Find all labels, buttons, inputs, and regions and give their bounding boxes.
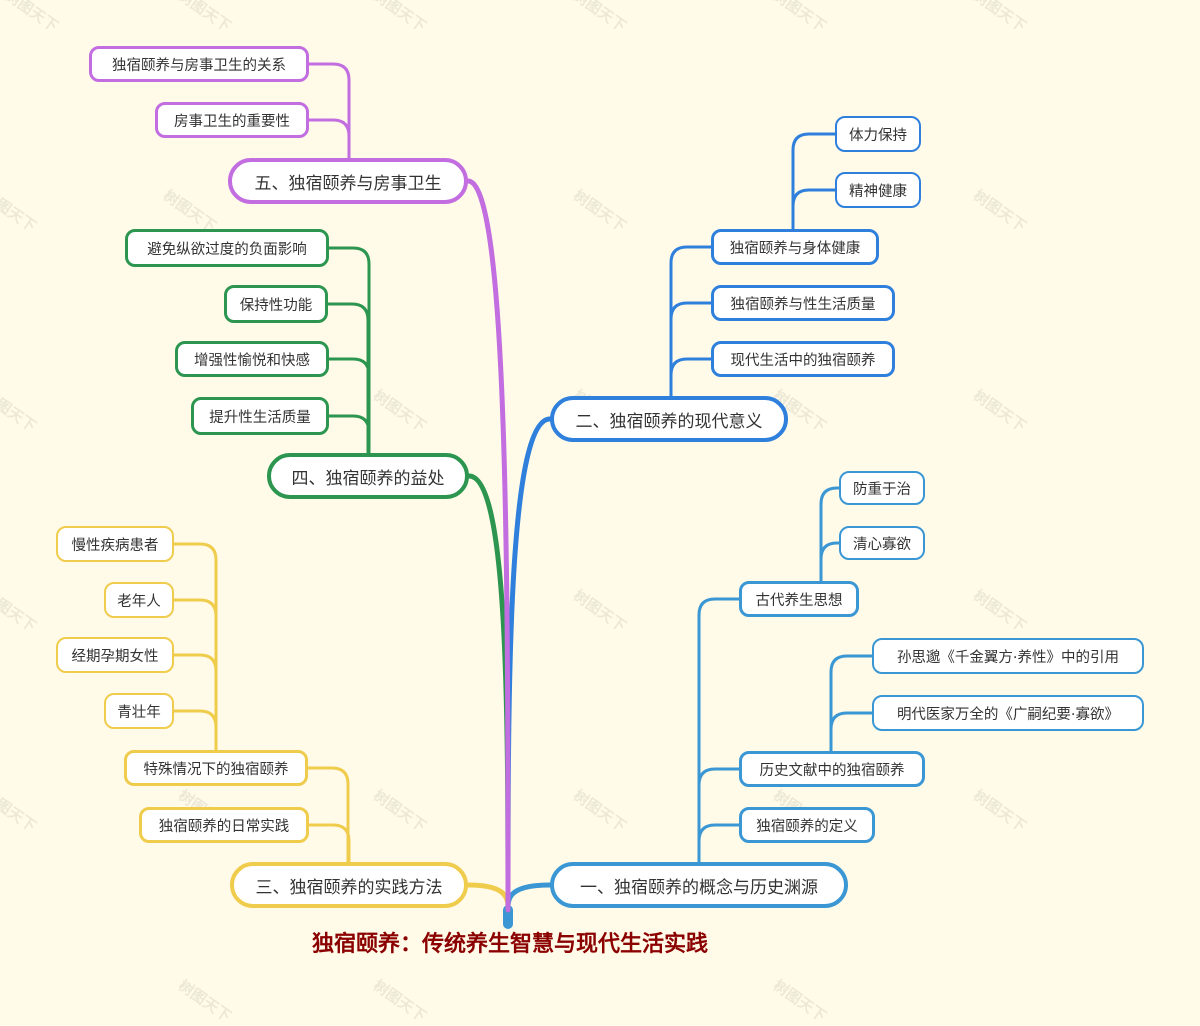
topic-node[interactable]: 独宿颐养与身体健康 (711, 229, 879, 265)
topic-node[interactable]: 历史文献中的独宿颐养 (739, 751, 925, 787)
topic-node[interactable]: 独宿颐养与房事卫生的关系 (89, 46, 309, 82)
topic-node[interactable]: 增强性愉悦和快感 (175, 341, 329, 377)
branch-connector (172, 653, 218, 752)
branch-connector (307, 823, 351, 866)
mindmap-canvas: 树图天下树图天下树图天下树图天下树图天下树图天下树图天下树图天下树图天下树图天下… (0, 0, 1144, 1025)
branch-connector (307, 118, 351, 162)
branch-connector (829, 711, 874, 753)
leaf-node[interactable]: 清心寡欲 (839, 526, 925, 560)
topic-node[interactable]: 特殊情况下的独宿颐养 (124, 750, 308, 786)
branch-connector (791, 132, 837, 231)
branch-connector (327, 414, 371, 457)
branch-connector (307, 62, 351, 162)
leaf-node[interactable]: 明代医家万全的《广嗣纪要·寡欲》 (872, 695, 1144, 731)
branch-connector (697, 823, 741, 866)
topic-node[interactable]: 保持性功能 (224, 285, 328, 323)
branch-node[interactable]: 三、独宿颐养的实践方法 (230, 862, 468, 908)
root-title[interactable]: 独宿颐养：传统养生智慧与现代生活实践 (311, 932, 708, 957)
trunk-connector (466, 473, 511, 913)
topic-node[interactable]: 古代养生思想 (739, 581, 859, 617)
branch-node[interactable]: 一、独宿颐养的概念与历史渊源 (550, 862, 848, 908)
branch-connector (172, 542, 218, 752)
trunk-connector (465, 882, 511, 913)
trunk-connector (505, 882, 553, 913)
branch-node[interactable]: 二、独宿颐养的现代意义 (550, 396, 788, 442)
branch-connector (829, 654, 874, 753)
branch-connector (791, 188, 837, 231)
branch-connector (327, 357, 371, 457)
branch-connector (172, 709, 218, 752)
branch-connector (306, 766, 350, 866)
leaf-node[interactable]: 老年人 (104, 582, 174, 618)
topic-node[interactable]: 独宿颐养与性生活质量 (711, 285, 895, 321)
topic-node[interactable]: 独宿颐养的定义 (739, 807, 875, 843)
topic-node[interactable]: 独宿颐养的日常实践 (139, 807, 309, 843)
leaf-node[interactable]: 孙思邈《千金翼方·养性》中的引用 (872, 638, 1144, 674)
leaf-node[interactable]: 精神健康 (835, 172, 921, 208)
branch-connector (819, 541, 841, 583)
leaf-node[interactable]: 青壮年 (104, 693, 174, 729)
leaf-node[interactable]: 慢性疾病患者 (56, 526, 174, 562)
topic-node[interactable]: 提升性生活质量 (191, 397, 329, 435)
branch-node[interactable]: 四、独宿颐养的益处 (267, 453, 469, 499)
topic-node[interactable]: 现代生活中的独宿颐养 (711, 341, 895, 377)
branch-connector (172, 598, 218, 752)
branch-connector (697, 767, 741, 866)
leaf-node[interactable]: 体力保持 (835, 116, 921, 152)
leaf-node[interactable]: 经期孕期女性 (56, 637, 174, 673)
branch-connector (669, 245, 713, 400)
branch-connector (669, 357, 713, 400)
topic-node[interactable]: 避免纵欲过度的负面影响 (125, 229, 329, 267)
topic-node[interactable]: 房事卫生的重要性 (155, 102, 309, 138)
trunk-connector (465, 178, 511, 913)
trunk-connector (505, 416, 553, 913)
branch-connector (326, 302, 370, 457)
branch-connector (819, 486, 841, 583)
branch-node[interactable]: 五、独宿颐养与房事卫生 (228, 158, 468, 204)
branch-connector (327, 246, 371, 457)
leaf-node[interactable]: 防重于治 (839, 471, 925, 505)
connector-lines (172, 62, 874, 929)
branch-connector (669, 301, 713, 400)
